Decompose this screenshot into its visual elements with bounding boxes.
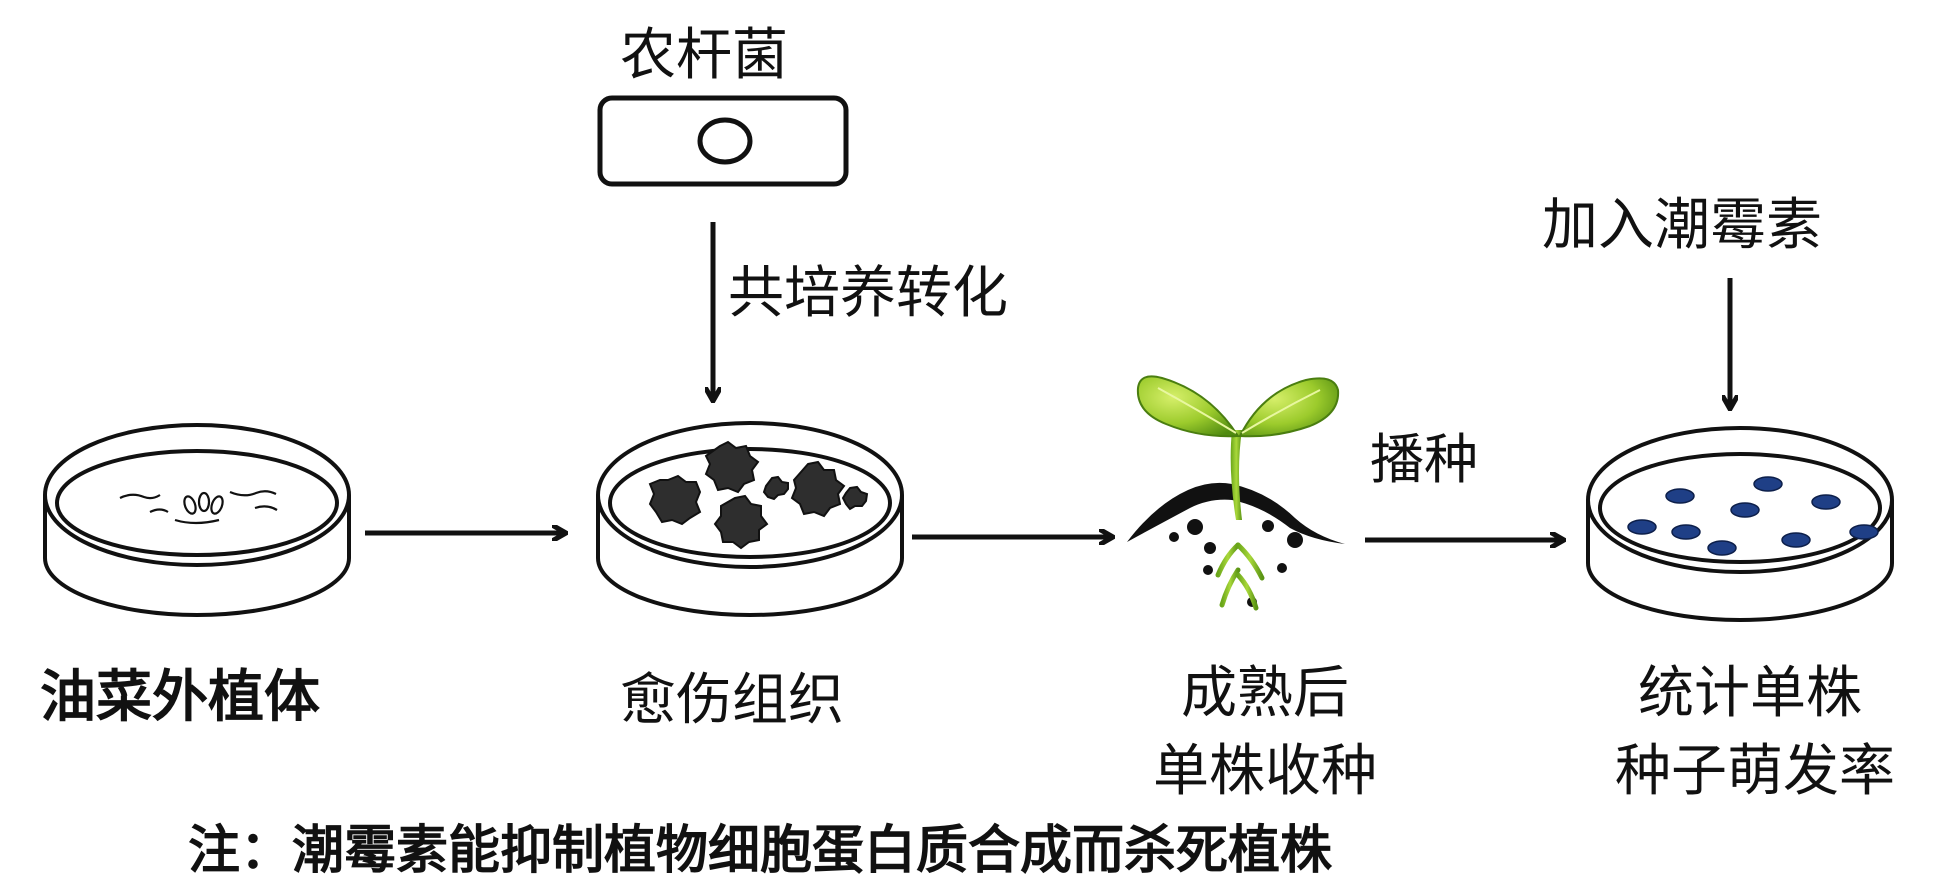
cocultivation-label: 共培养转化 [728, 261, 1008, 326]
seedling [1127, 375, 1345, 625]
petri-dish-explants [43, 423, 351, 617]
petri-dish-seeds [1586, 426, 1894, 622]
agrobacterium-label: 农杆菌 [620, 23, 788, 88]
roots [1215, 517, 1265, 625]
stage-label-germination-line1: 统计单株 [1638, 661, 1862, 726]
stage-label-explant: 油菜外植体 [40, 665, 320, 730]
stage-label-callus: 愈伤组织 [620, 668, 844, 733]
seeds [1627, 476, 1879, 556]
callus-clusters [648, 440, 869, 550]
left-leaf [1136, 375, 1240, 438]
arrows [365, 222, 1730, 540]
explant-pieces [119, 490, 278, 525]
stage-label-harvest-line1: 成熟后 [1181, 661, 1349, 726]
petri-dish-callus [596, 421, 904, 617]
stage-label-germination-line2: 种子萌发率 [1615, 739, 1895, 804]
note-text: 注：潮霉素能抑制植物细胞蛋白质合成而杀死植株 [188, 821, 1333, 881]
hygromycin-add-label: 加入潮霉素 [1542, 193, 1822, 258]
right-leaf [1238, 377, 1340, 438]
stage-label-harvest-line2: 单株收种 [1153, 739, 1377, 804]
sowing-label: 播种 [1370, 428, 1478, 491]
agrobacterium-cell [597, 95, 849, 187]
